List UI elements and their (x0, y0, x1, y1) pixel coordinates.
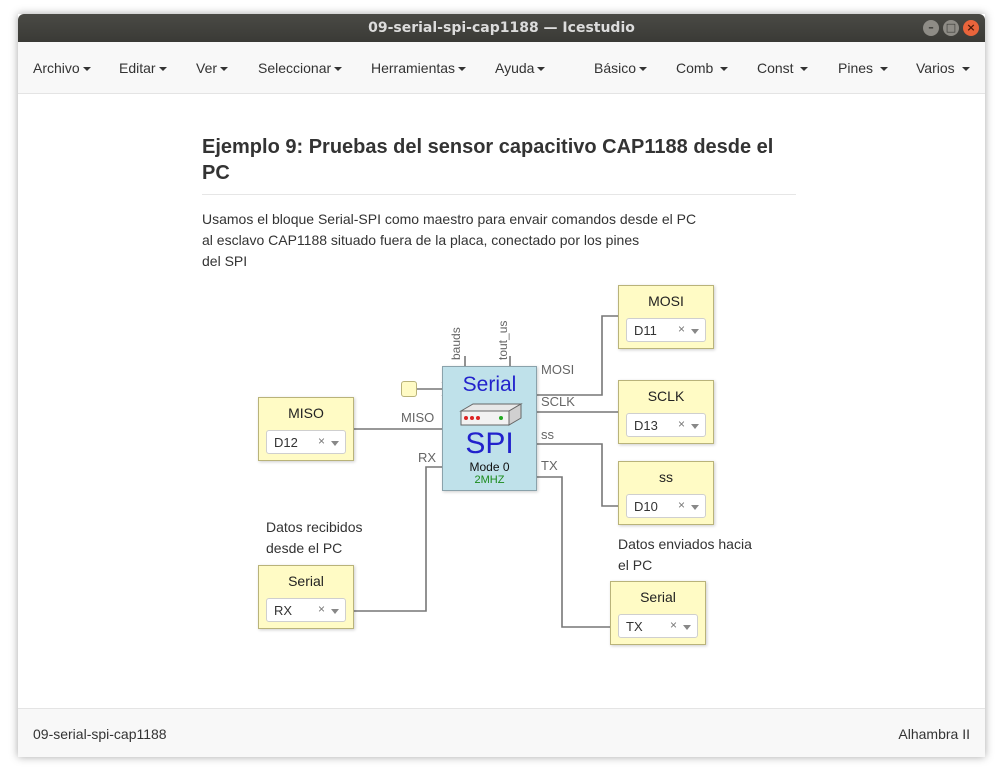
title-bar[interactable]: 09-serial-spi-cap1188 — Icestudio – □ × (18, 14, 985, 42)
menu-ver[interactable]: Ver (196, 60, 229, 76)
io-label: Serial (288, 573, 324, 589)
page-title: Ejemplo 9: Pruebas del sensor capacitivo… (202, 134, 796, 195)
port-sclk: SCLK (541, 394, 575, 409)
pin-select[interactable]: D13 × (626, 413, 706, 437)
caret-down-icon (334, 67, 343, 72)
serial-spi-block[interactable]: Serial SPI Mode 0 2MHZ (442, 366, 537, 491)
menu-pines[interactable]: Pines (838, 60, 888, 76)
pin-select[interactable]: D10 × (626, 494, 706, 518)
window-title: 09-serial-spi-cap1188 — Icestudio (368, 20, 635, 36)
clear-icon[interactable]: × (317, 434, 325, 448)
menu-seleccionar[interactable]: Seleccionar (258, 60, 343, 76)
port-ss: ss (541, 427, 554, 442)
input-serial-rx[interactable]: Serial RX × (258, 565, 354, 629)
param-bauds: bauds (449, 327, 463, 360)
status-bar: 09-serial-spi-cap1188 Alhambra II (18, 708, 985, 757)
project-name: 09-serial-spi-cap1188 (33, 726, 167, 742)
block-title: Serial (462, 373, 517, 396)
menu-archivo[interactable]: Archivo (33, 60, 91, 76)
wire-tx[interactable] (537, 476, 611, 628)
menu-const[interactable]: Const (757, 60, 809, 76)
maximize-icon[interactable]: □ (943, 20, 959, 36)
dropdown-arrow-icon[interactable] (691, 424, 699, 429)
output-sclk[interactable]: SCLK D13 × (618, 380, 714, 444)
board-name[interactable]: Alhambra II (898, 726, 970, 742)
wire-rx[interactable] (353, 466, 442, 612)
clock-input[interactable] (401, 381, 417, 397)
menu-herramientas[interactable]: Herramientas (371, 60, 467, 76)
io-label: SCLK (647, 388, 685, 404)
minimize-icon[interactable]: – (923, 20, 939, 36)
device-icon (459, 403, 523, 426)
pin-select[interactable]: RX × (266, 598, 346, 622)
block-mode: Mode 0 (469, 460, 510, 474)
pin-select[interactable]: TX × (618, 614, 698, 638)
wires (353, 315, 620, 628)
caret-down-icon (220, 67, 229, 72)
clear-icon[interactable]: × (317, 602, 325, 616)
clear-icon[interactable]: × (677, 322, 685, 336)
note-tx: Datos enviados hacia el PC (618, 536, 752, 573)
io-label: MISO (288, 405, 324, 421)
dropdown-arrow-icon[interactable] (691, 329, 699, 334)
block-subtitle: SPI (465, 427, 514, 460)
port-mosi: MOSI (541, 362, 575, 377)
caret-down-icon (82, 67, 91, 72)
port-rx: RX (418, 450, 437, 465)
caret-down-icon (800, 67, 809, 72)
io-label: ss (659, 469, 673, 485)
input-miso[interactable]: MISO D12 × (258, 397, 354, 461)
caret-down-icon (720, 67, 729, 72)
clear-icon[interactable]: × (677, 498, 685, 512)
wire-mosi[interactable] (537, 315, 620, 396)
menu-bar: Archivo Editar Ver Seleccionar Herramien… (18, 42, 985, 94)
caret-down-icon (961, 67, 970, 72)
caret-down-icon (537, 67, 546, 72)
dropdown-arrow-icon[interactable] (691, 505, 699, 510)
caret-down-icon (158, 67, 167, 72)
menu-comb[interactable]: Comb (676, 60, 729, 76)
caret-down-icon (458, 67, 467, 72)
pin-select[interactable]: D11 × (626, 318, 706, 342)
app-window: 09-serial-spi-cap1188 — Icestudio – □ × … (18, 14, 985, 757)
menu-basico[interactable]: Básico (594, 60, 648, 76)
description-text: Usamos el bloque Serial-SPI como maestro… (202, 211, 697, 269)
dropdown-arrow-icon[interactable] (331, 441, 339, 446)
menu-varios[interactable]: Varios (916, 60, 970, 76)
clear-icon[interactable]: × (677, 417, 685, 431)
io-label: MOSI (648, 293, 684, 309)
output-ss[interactable]: ss D10 × (618, 461, 714, 525)
caret-down-icon (639, 67, 648, 72)
port-tx: TX (541, 458, 558, 473)
io-label: Serial (640, 589, 676, 605)
note-rx: Datos recibidos desde el PC (266, 519, 363, 556)
param-tout-us: tout_us (496, 320, 510, 360)
dropdown-arrow-icon[interactable] (683, 625, 691, 630)
menu-ayuda[interactable]: Ayuda (495, 60, 546, 76)
menu-editar[interactable]: Editar (119, 60, 167, 76)
close-icon[interactable]: × (963, 20, 979, 36)
pin-select[interactable]: D12 × (266, 430, 346, 454)
caret-down-icon (879, 67, 888, 72)
dropdown-arrow-icon[interactable] (331, 609, 339, 614)
output-serial-tx[interactable]: Serial TX × (610, 581, 706, 645)
block-frequency: 2MHZ (474, 474, 505, 486)
output-mosi[interactable]: MOSI D11 × (618, 285, 714, 349)
port-miso: MISO (401, 410, 435, 425)
design-canvas[interactable]: Ejemplo 9: Pruebas del sensor capacitivo… (18, 94, 985, 708)
clear-icon[interactable]: × (669, 618, 677, 632)
wire-ss[interactable] (537, 443, 620, 507)
